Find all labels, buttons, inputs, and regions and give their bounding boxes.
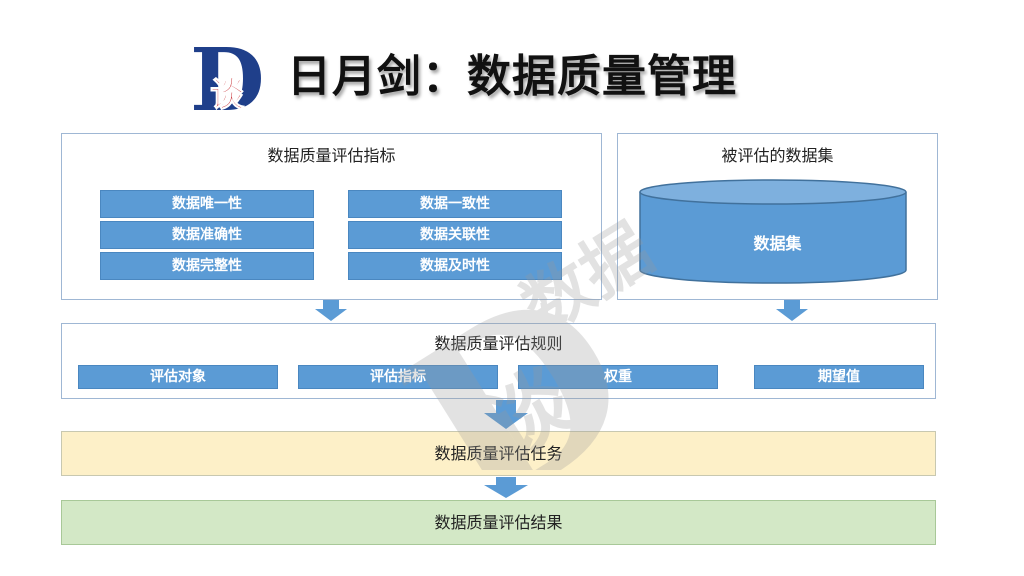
rule-weight: 权重	[518, 365, 718, 389]
indicator-accuracy: 数据准确性	[100, 221, 314, 249]
indicator-relevance: 数据关联性	[348, 221, 562, 249]
dataset-cylinder	[639, 179, 907, 284]
indicator-timeliness: 数据及时性	[348, 252, 562, 280]
logo-letter: D	[190, 36, 265, 116]
arrow-dataset-to-rules	[776, 300, 808, 321]
arrow-rules-to-task	[484, 400, 528, 429]
assessment-task: 数据质量评估任务	[61, 431, 936, 476]
indicator-uniqueness: 数据唯一性	[100, 190, 314, 218]
assessment-result: 数据质量评估结果	[61, 500, 936, 545]
rule-expected-value: 期望值	[754, 365, 924, 389]
page-title: 日月剑：数据质量管理	[287, 51, 737, 102]
indicator-consistency: 数据一致性	[348, 190, 562, 218]
arrow-task-to-result	[484, 477, 528, 498]
indicator-completeness: 数据完整性	[100, 252, 314, 280]
rule-target: 评估对象	[78, 365, 278, 389]
rules-title: 数据质量评估规则	[434, 334, 563, 353]
dataset-title: 被评估的数据集	[721, 146, 834, 165]
rules-panel: 数据质量评估规则 评估对象 评估指标 权重 期望值	[61, 323, 936, 399]
arrow-indicators-to-rules	[315, 300, 347, 321]
logo: D 谈	[190, 36, 265, 116]
indicators-panel: 数据质量评估指标 数据唯一性 数据准确性 数据完整性 数据一致性 数据关联性 数…	[61, 133, 602, 300]
dataset-cylinder-label: 数据集	[753, 234, 802, 253]
dataset-panel: 被评估的数据集 数据集	[617, 133, 938, 300]
logo-char: 谈	[210, 75, 245, 115]
indicators-title: 数据质量评估指标	[267, 146, 396, 165]
rule-indicator: 评估指标	[298, 365, 498, 389]
